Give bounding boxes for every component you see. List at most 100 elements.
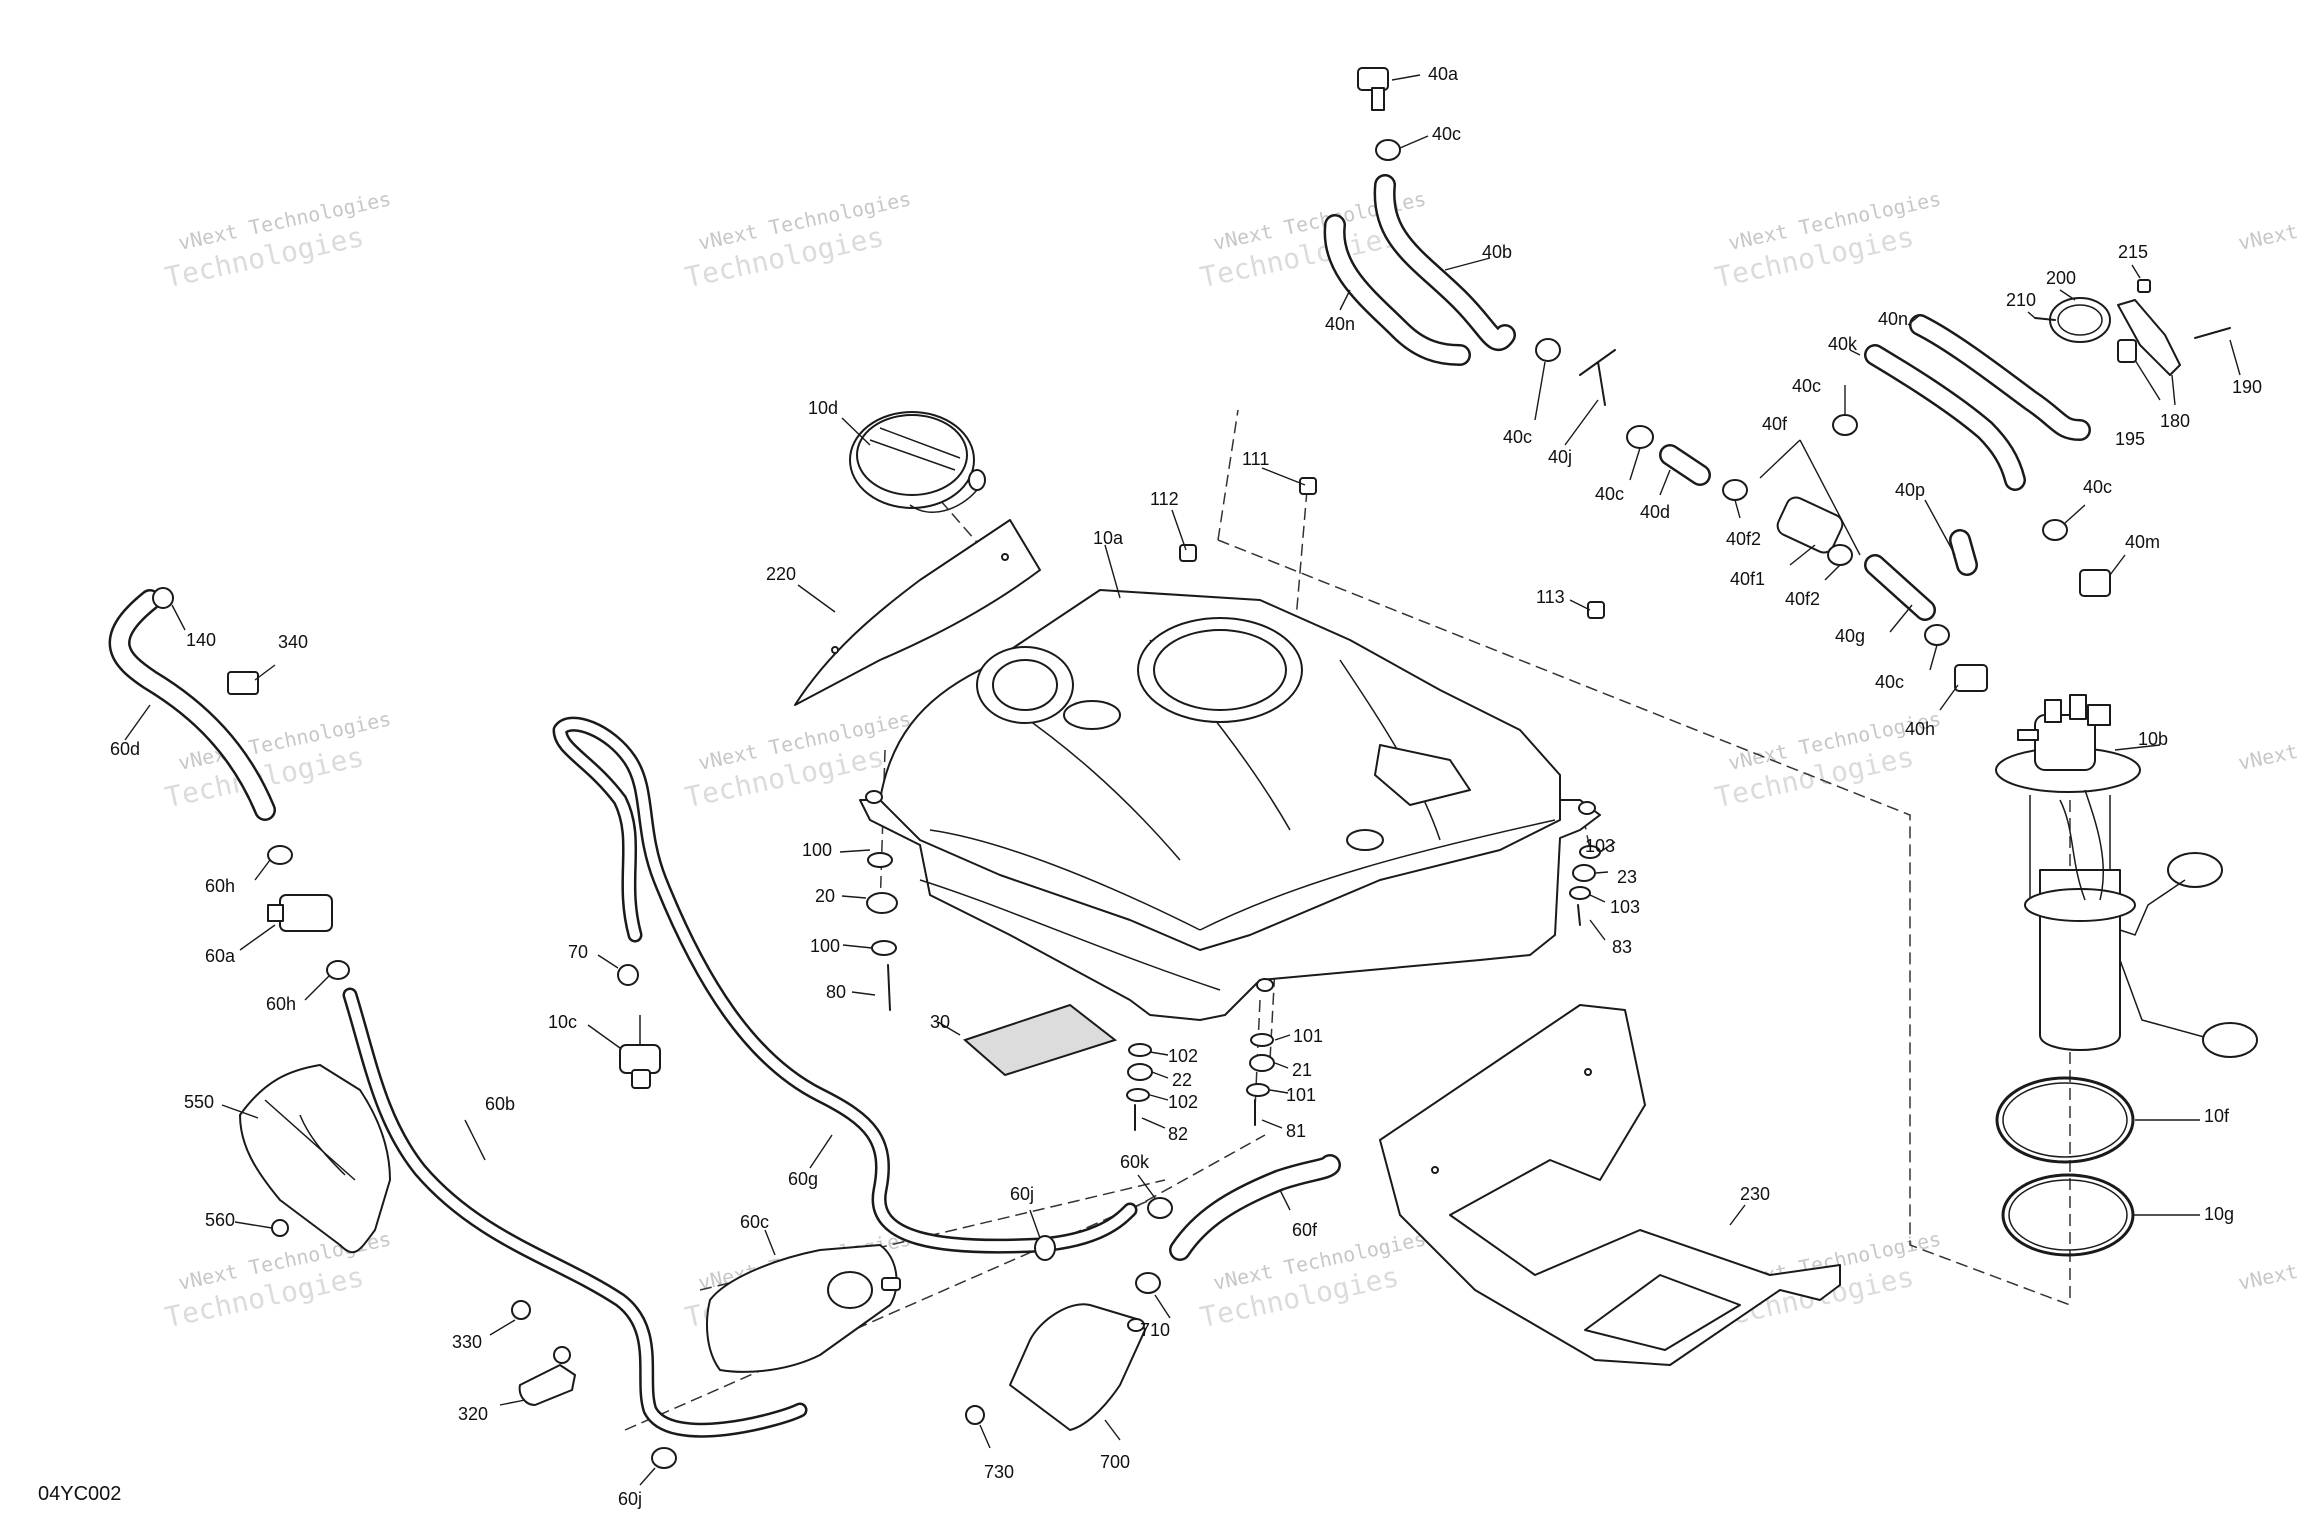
callout-320: 320 xyxy=(458,1404,488,1424)
skid-plate-230[interactable] xyxy=(1379,1004,1841,1366)
nut-113[interactable] xyxy=(1587,601,1605,619)
clamp-60h-a[interactable] xyxy=(267,845,293,865)
clamp-40c-c[interactable] xyxy=(1832,414,1858,436)
washer-101-a[interactable] xyxy=(1250,1033,1274,1047)
callout-40g: 40g xyxy=(1835,626,1865,646)
hose-40p[interactable] xyxy=(1949,529,1978,576)
callout-102: 102 xyxy=(1168,1046,1198,1066)
hose-60d[interactable] xyxy=(108,589,276,821)
callout-60f: 60f xyxy=(1292,1220,1318,1240)
callout-40p: 40p xyxy=(1895,480,1925,500)
clip-140[interactable] xyxy=(152,587,174,609)
lock-ring-10f[interactable] xyxy=(1995,1076,2135,1164)
strap-clamp-200[interactable] xyxy=(2049,297,2111,343)
clip-340[interactable] xyxy=(227,671,259,695)
bracket-180[interactable] xyxy=(2117,299,2181,376)
screw-730[interactable] xyxy=(965,1405,985,1425)
clamp-60k[interactable] xyxy=(1147,1197,1173,1219)
clamp-60h-b[interactable] xyxy=(326,960,350,980)
bolt-80[interactable] xyxy=(887,964,891,1011)
clip-320[interactable] xyxy=(518,1346,576,1406)
clamp-40c-d[interactable] xyxy=(2042,519,2068,541)
connector-40a[interactable] xyxy=(1357,67,1389,111)
callout-190: 190 xyxy=(2232,377,2262,397)
clamp-40c-top[interactable] xyxy=(1375,139,1401,161)
callout-40f1: 40f1 xyxy=(1730,569,1765,589)
callout-103: 103 xyxy=(1585,836,1615,856)
clamp-40c-e[interactable] xyxy=(1924,624,1950,646)
hose-60b[interactable] xyxy=(342,987,808,1438)
fuel-tank[interactable] xyxy=(859,589,1601,1021)
callout-60k: 60k xyxy=(1120,1152,1150,1172)
callout-40a: 40a xyxy=(1428,64,1459,84)
callout-40n: 40n xyxy=(1325,314,1355,334)
fuel-cap-10d[interactable] xyxy=(849,411,986,513)
t-fitting-40j[interactable] xyxy=(1579,349,1616,406)
clip-195[interactable] xyxy=(2117,339,2137,363)
callout-21: 21 xyxy=(1292,1060,1312,1080)
bushing-21[interactable] xyxy=(1249,1054,1275,1072)
washer-102-a[interactable] xyxy=(1128,1043,1152,1057)
pad-30[interactable] xyxy=(963,1003,1118,1077)
callout-10b: 10b xyxy=(2138,729,2168,749)
screw-560[interactable] xyxy=(271,1219,289,1237)
connector-40m[interactable] xyxy=(2079,569,2111,597)
connector-40h[interactable] xyxy=(1954,664,1988,692)
callout-215: 215 xyxy=(2118,242,2148,262)
bolt-190[interactable] xyxy=(2194,327,2231,339)
vent-hose-40b[interactable] xyxy=(1373,174,1516,351)
callout-60d: 60d xyxy=(110,739,140,759)
callout-60h: 60h xyxy=(205,876,235,896)
washer-102-b[interactable] xyxy=(1126,1088,1150,1102)
breather-valve-10c[interactable] xyxy=(619,1015,661,1089)
callout-60g: 60g xyxy=(788,1169,818,1189)
washer-101-b[interactable] xyxy=(1246,1083,1270,1097)
bushing-20[interactable] xyxy=(866,892,898,914)
module-700[interactable] xyxy=(1009,1303,1146,1431)
callout-103: 103 xyxy=(1610,897,1640,917)
callout-195: 195 xyxy=(2115,429,2145,449)
callout-102: 102 xyxy=(1168,1092,1198,1112)
callout-730: 730 xyxy=(984,1462,1014,1482)
hose-60g[interactable] xyxy=(552,716,1138,1254)
washer-103-b[interactable] xyxy=(1569,886,1591,900)
callout-60c: 60c xyxy=(740,1212,769,1232)
hose-40d[interactable] xyxy=(1659,444,1711,486)
valve-60a[interactable] xyxy=(267,894,333,932)
vent-hose-40k[interactable] xyxy=(1864,344,2026,491)
bolt-215[interactable] xyxy=(2137,279,2151,293)
hose-40g[interactable] xyxy=(1864,554,1936,621)
canister-60c[interactable] xyxy=(706,1244,901,1373)
clamp-60j-a[interactable] xyxy=(1034,1235,1056,1261)
callout-340: 340 xyxy=(278,632,308,652)
callout-710: 710 xyxy=(1140,1320,1170,1340)
callout-80: 80 xyxy=(826,982,846,1002)
fuel-pump-module-10b[interactable] xyxy=(1995,694,2258,1058)
vent-hose-40n-upper[interactable] xyxy=(1323,214,1471,366)
screw-210[interactable] xyxy=(2034,317,2056,321)
washer-100-b[interactable] xyxy=(871,940,897,956)
cover-550[interactable] xyxy=(239,1064,391,1254)
callout-23: 23 xyxy=(1617,867,1637,887)
nut-111[interactable] xyxy=(1299,477,1317,495)
bushing-22[interactable] xyxy=(1127,1063,1153,1081)
clamp-40c-a[interactable] xyxy=(1535,338,1561,362)
washer-100-a[interactable] xyxy=(867,852,893,868)
watermark-text: vNext Technologies xyxy=(2236,1226,2304,1295)
clamp-710[interactable] xyxy=(1135,1272,1161,1294)
callout-82: 82 xyxy=(1168,1124,1188,1144)
nut-112[interactable] xyxy=(1179,544,1197,562)
clamp-40c-b[interactable] xyxy=(1626,425,1654,449)
callout-83: 83 xyxy=(1612,937,1632,957)
nut-330[interactable] xyxy=(511,1300,531,1320)
clamp-60j-b[interactable] xyxy=(651,1447,677,1469)
bolt-83[interactable] xyxy=(1577,904,1581,926)
fitting-70[interactable] xyxy=(617,964,639,986)
heat-shield-220[interactable] xyxy=(794,519,1041,706)
vent-hose-40n-right[interactable] xyxy=(1909,314,2091,441)
fuel-filter-40f1[interactable] xyxy=(1722,479,1853,566)
seal-ring-10g[interactable] xyxy=(2001,1173,2135,1257)
bushing-23[interactable] xyxy=(1572,864,1596,882)
callout-10d: 10d xyxy=(808,398,838,418)
hose-60f[interactable] xyxy=(1169,1154,1341,1261)
